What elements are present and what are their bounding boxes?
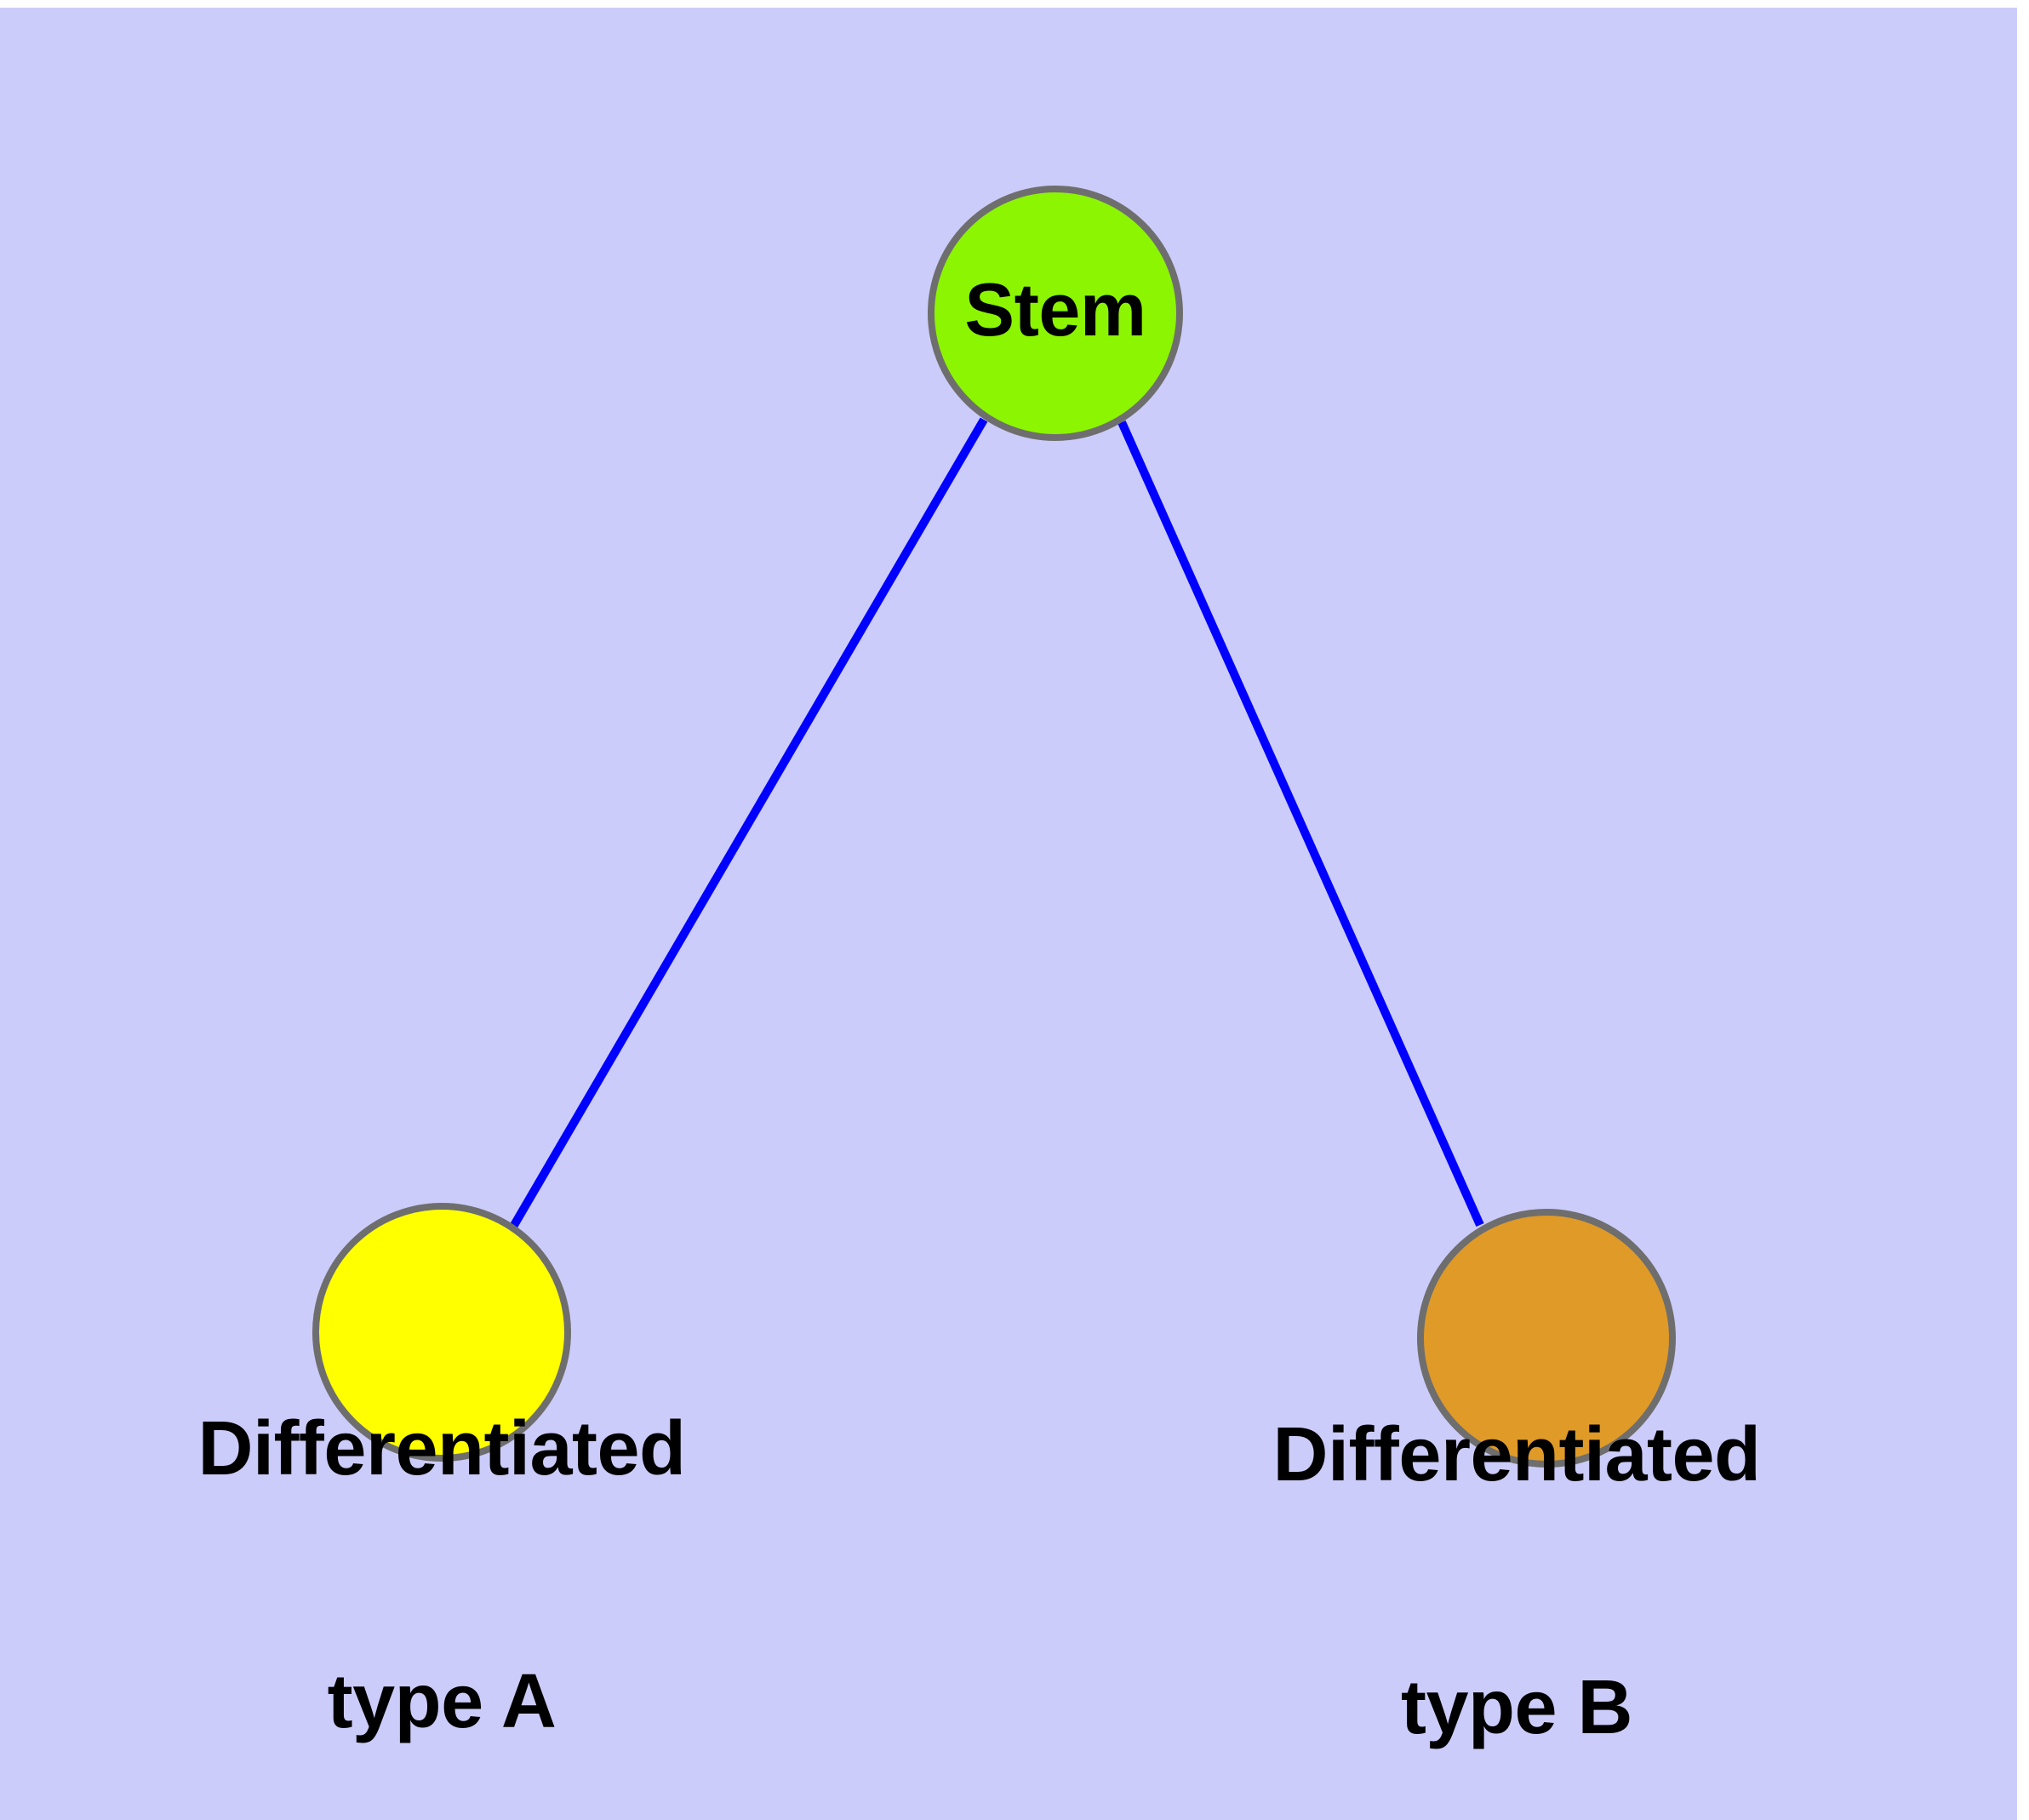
edge-stem-to-differentiated-type-a[interactable] [509, 417, 988, 1229]
node-stem[interactable] [928, 186, 1183, 441]
edge-stem-to-differentiated-type-b[interactable] [1117, 420, 1484, 1228]
node-differentiated-type-b[interactable] [1417, 1209, 1676, 1468]
node-layer [312, 186, 1676, 1468]
node-differentiated-type-a[interactable] [312, 1203, 571, 1462]
edge-layer [509, 417, 1484, 1229]
